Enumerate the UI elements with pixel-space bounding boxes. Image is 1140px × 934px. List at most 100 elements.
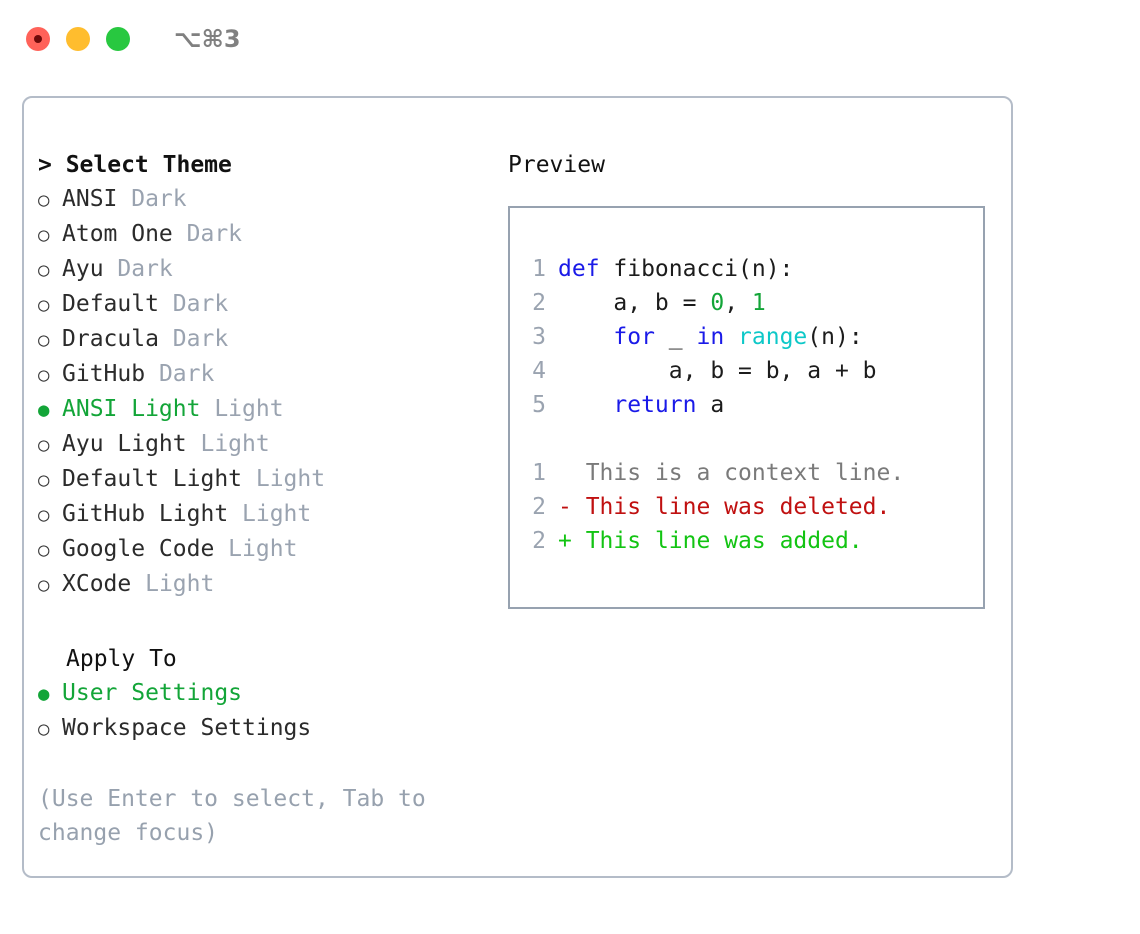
theme-option-name: Default	[62, 291, 159, 317]
theme-list: ○ANSI Dark○Atom One Dark○Ayu Dark○Defaul…	[38, 182, 508, 602]
code-line: 2 a, b = 0, 1	[510, 286, 983, 320]
code-line-text: a, b = 0, 1	[546, 286, 766, 320]
code-line: 4 a, b = b, a + b	[510, 354, 983, 388]
close-window-button[interactable]	[26, 27, 50, 51]
apply-to-section: Apply To ● User Settings ○ Workspace Settin…	[38, 642, 508, 746]
code-token-fn: range	[738, 324, 808, 350]
diff-body: This line was added.	[585, 528, 863, 554]
theme-option-ayu[interactable]: ○ Ayu Dark	[38, 252, 508, 287]
minimize-window-button[interactable]	[66, 27, 90, 51]
maximize-window-button[interactable]	[106, 27, 130, 51]
radio-unselected-icon: ○	[38, 224, 50, 246]
code-token-num: 0	[710, 290, 725, 316]
diff-line-text: - This line was deleted.	[546, 490, 890, 524]
radio-unselected-icon: ○	[38, 539, 50, 561]
code-token-num: 1	[751, 290, 766, 316]
code-line-number: 5	[532, 392, 546, 418]
theme-option-name: XCode	[62, 571, 132, 597]
theme-option-variant-tag: Dark	[103, 256, 173, 282]
radio-unselected-icon: ○	[38, 294, 50, 316]
radio-selected-icon: ●	[38, 399, 50, 421]
select-theme-heading: > Select Theme	[38, 152, 232, 178]
keyboard-shortcut-label: ⌥⌘3	[174, 25, 241, 53]
theme-option-name: Ayu	[62, 256, 104, 282]
code-token-kw: in	[696, 324, 725, 350]
diff-sample: 1 This is a context line.2- This line wa…	[510, 456, 983, 558]
code-token-plain: ,	[724, 290, 752, 316]
code-token-kw: def	[558, 256, 600, 282]
recording-indicator-dot	[34, 35, 42, 43]
code-token-kw: for	[613, 324, 655, 350]
theme-option-dracula[interactable]: ○Dracula Dark	[38, 322, 508, 357]
apply-to-heading: Apply To	[66, 646, 177, 672]
diff-line: 2- This line was deleted.	[510, 490, 983, 524]
theme-option-atom-one[interactable]: ○ Atom One Dark	[38, 217, 508, 252]
code-line: 3 for _ in range(n):	[510, 320, 983, 354]
theme-option-name: GitHub	[62, 361, 146, 387]
theme-option-github[interactable]: ○GitHub Dark	[38, 357, 508, 392]
apply-to-option-name: Workspace Settings	[62, 715, 312, 741]
theme-option-variant-tag: Light	[214, 536, 298, 562]
radio-unselected-icon: ○	[38, 434, 50, 456]
radio-unselected-icon: ○	[38, 504, 50, 526]
diff-marker	[558, 460, 586, 486]
apply-to-option-workspace-settings[interactable]: ○ Workspace Settings	[38, 711, 508, 746]
code-line-number: 3	[532, 324, 546, 350]
diff-marker: -	[558, 494, 586, 520]
theme-option-variant-tag: Dark	[117, 186, 187, 212]
theme-option-variant-tag: Dark	[158, 291, 229, 317]
code-token-plain	[724, 324, 738, 350]
preview-heading: Preview	[508, 152, 605, 178]
theme-option-name: ANSI	[62, 186, 118, 212]
code-line-text: def fibonacci(n):	[546, 252, 793, 286]
theme-option-name: Google Code	[62, 536, 215, 562]
diff-line-text: This is a context line.	[546, 456, 905, 490]
theme-option-xcode[interactable]: ○XCode Light	[38, 567, 508, 602]
keyboard-hint-text: (Use Enter to select, Tab to change focu…	[38, 786, 440, 846]
radio-unselected-icon: ○	[38, 469, 50, 491]
theme-option-github-light[interactable]: ○GitHub Light Light	[38, 497, 508, 532]
theme-option-ansi[interactable]: ○ANSI Dark	[38, 182, 508, 217]
traffic-lights	[26, 27, 130, 51]
apply-to-option-user-settings[interactable]: ● User Settings	[38, 676, 508, 711]
radio-unselected-icon: ○	[38, 718, 50, 740]
code-line-number: 2	[532, 290, 546, 316]
theme-option-name: Atom One	[62, 221, 173, 247]
diff-line-text: + This line was added.	[546, 524, 863, 558]
theme-picker-pane: > Select Theme ○ANSI Dark○Atom One Dark○…	[24, 148, 508, 850]
theme-option-default[interactable]: ○ Default Dark	[38, 287, 508, 322]
theme-option-variant-tag: Light	[200, 396, 284, 422]
code-line: 5 return a	[510, 388, 983, 422]
theme-option-name: GitHub Light	[62, 501, 229, 527]
theme-option-name: ANSI Light	[62, 396, 201, 422]
radio-selected-icon: ●	[38, 683, 50, 705]
code-token-plain: fibonacci(n):	[599, 256, 794, 282]
code-token-plain	[558, 324, 613, 350]
diff-line: 2+ This line was added.	[510, 524, 983, 558]
theme-option-ayu-light[interactable]: ○Ayu Light Light	[38, 427, 508, 462]
title-bar: ⌥⌘3	[0, 0, 1140, 78]
diff-marker: +	[558, 528, 586, 554]
radio-unselected-icon: ○	[38, 364, 50, 386]
code-line-text: return a	[546, 388, 724, 422]
theme-option-ansi-light[interactable]: ● ANSI Light Light	[38, 392, 508, 427]
theme-option-google-code[interactable]: ○ Google Code Light	[38, 532, 508, 567]
code-token-plain: a, b =	[558, 290, 711, 316]
code-token-plain: _	[654, 324, 697, 350]
apply-to-option-name: User Settings	[62, 680, 243, 706]
diff-line-number: 2	[532, 494, 546, 520]
preview-spacer	[510, 422, 983, 456]
theme-option-default-light[interactable]: ○Default Light Light	[38, 462, 508, 497]
radio-unselected-icon: ○	[38, 259, 50, 281]
diff-line-number: 1	[532, 460, 546, 486]
theme-option-variant-tag: Dark	[158, 326, 229, 352]
theme-option-variant-tag: Light	[186, 431, 270, 457]
code-line-text: a, b = b, a + b	[546, 354, 877, 388]
code-line-text: for _ in range(n):	[546, 320, 862, 354]
theme-option-variant-tag: Dark	[172, 221, 243, 247]
code-token-plain	[558, 392, 613, 418]
